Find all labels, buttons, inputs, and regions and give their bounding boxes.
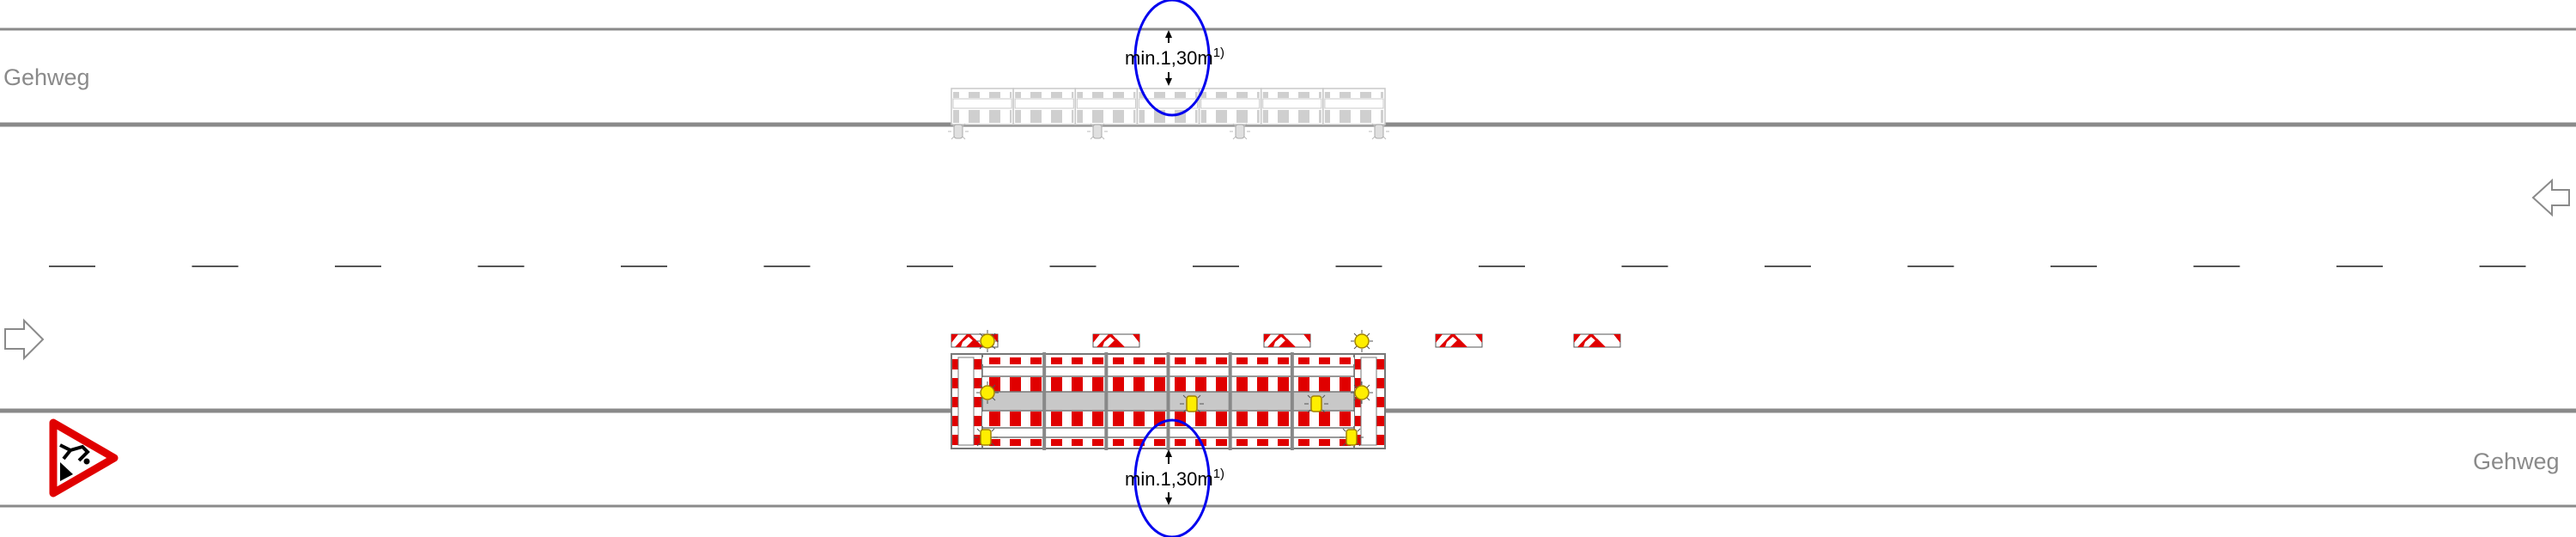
barrier-post — [1042, 352, 1047, 450]
fence-segment — [1074, 88, 1139, 125]
barrier-post — [1228, 352, 1232, 450]
chevron-board-icon — [1263, 333, 1311, 348]
dimension-text: min.1,30m — [1125, 468, 1213, 490]
dimension-label: min.1,30m1) — [1125, 467, 1224, 490]
construction-barrier — [951, 329, 1621, 450]
dimension-bottom: min.1,30m1) — [1125, 418, 1224, 537]
fence-segment — [1012, 88, 1077, 125]
barrier-post — [1166, 352, 1170, 450]
fence-segment — [951, 88, 1014, 125]
fence-segment — [1322, 88, 1386, 125]
warning-lamp-icon — [975, 329, 999, 353]
footnote-marker: 1) — [1213, 46, 1224, 60]
warning-lamp-icon — [1350, 329, 1374, 353]
footnote-marker: 1) — [1213, 467, 1224, 481]
dimension-label: min.1,30m1) — [1125, 46, 1224, 69]
inactive-fence — [947, 88, 1390, 140]
dimension-top: min.1,30m1) — [1125, 0, 1224, 117]
sidewalk-label-top: Gehweg — [3, 64, 90, 90]
dimension-text: min.1,30m — [1125, 47, 1213, 69]
fence-segment — [1198, 88, 1262, 125]
fence-segment — [1260, 88, 1324, 125]
roadworks-warning-sign-icon — [49, 418, 118, 497]
barrier-end-panel — [1353, 353, 1386, 449]
chevron-board-icon — [1573, 333, 1621, 348]
arrow-left-icon — [2531, 178, 2570, 217]
sidewalk-label-bottom: Gehweg — [2473, 449, 2560, 474]
chevron-board-icon — [1435, 333, 1483, 348]
arrow-right-icon — [4, 318, 45, 361]
barrier-post — [1104, 352, 1109, 450]
barrier-end-panel — [951, 353, 983, 449]
chevron-board-icon — [1092, 333, 1140, 348]
barrier-post — [1290, 352, 1294, 450]
